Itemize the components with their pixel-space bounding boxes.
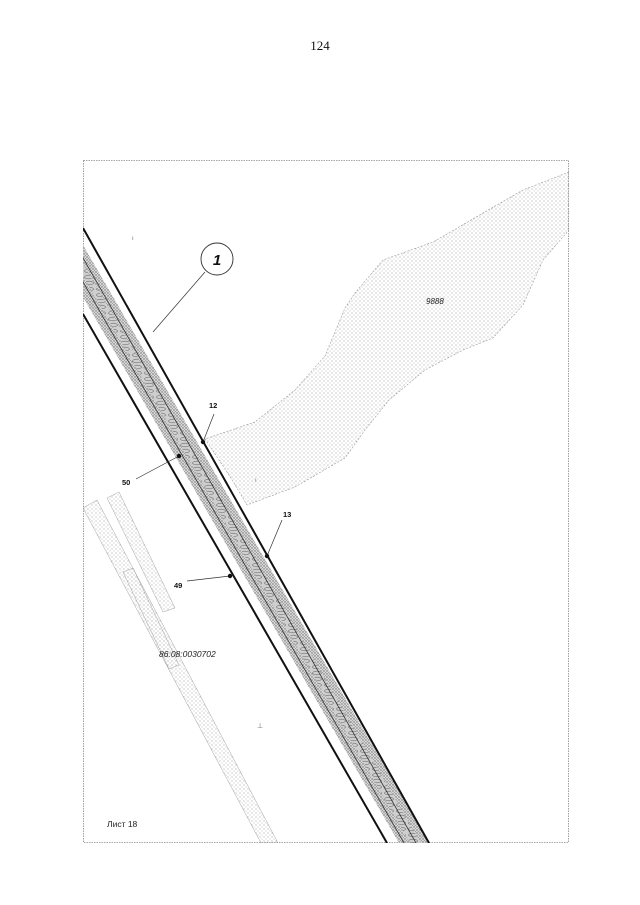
- road-median: [83, 264, 421, 843]
- small-mark: ı: [132, 236, 134, 242]
- parcel-number-label: 86:08:0030702: [159, 649, 216, 659]
- point-label-49: 49: [174, 581, 182, 590]
- road-boundary-right: [83, 227, 430, 843]
- vertex-point-12: [200, 439, 206, 445]
- hatched-strip-inner: [106, 491, 176, 613]
- zone-label: 9888: [426, 297, 444, 306]
- small-mark: ı: [255, 478, 257, 484]
- zone-area: [204, 171, 569, 506]
- road-inner-line-a: [83, 257, 417, 843]
- point-49-leader: [186, 575, 231, 582]
- small-mark: ⊥: [257, 723, 263, 730]
- point-13-leader: [266, 519, 283, 557]
- road-corridor-fill: [83, 245, 429, 843]
- vertex-point-49: [227, 573, 233, 579]
- point-50-leader: [135, 455, 180, 480]
- object-marker-circle: [200, 242, 234, 276]
- point-label-13: 13: [283, 510, 291, 519]
- point-label-12: 12: [209, 401, 217, 410]
- page-number: 124: [310, 38, 330, 53]
- point-label-50: 50: [122, 478, 130, 487]
- vertex-point-50: [176, 453, 182, 459]
- map-border: [83, 160, 569, 843]
- cadastral-map: ı ı ⊥ 1 9888 12 13 49 50 86:08:0030702 Л…: [83, 160, 569, 843]
- object-marker-label: 1: [213, 252, 221, 269]
- object-leader: [152, 271, 206, 333]
- vertex-point-13: [264, 553, 270, 559]
- road-boundary-left: [83, 313, 388, 843]
- point-12-leader: [202, 413, 215, 443]
- road-inner-line-b: [83, 281, 405, 843]
- hatched-strip-lower: [122, 567, 180, 670]
- sheet-label: Лист 18: [107, 819, 138, 829]
